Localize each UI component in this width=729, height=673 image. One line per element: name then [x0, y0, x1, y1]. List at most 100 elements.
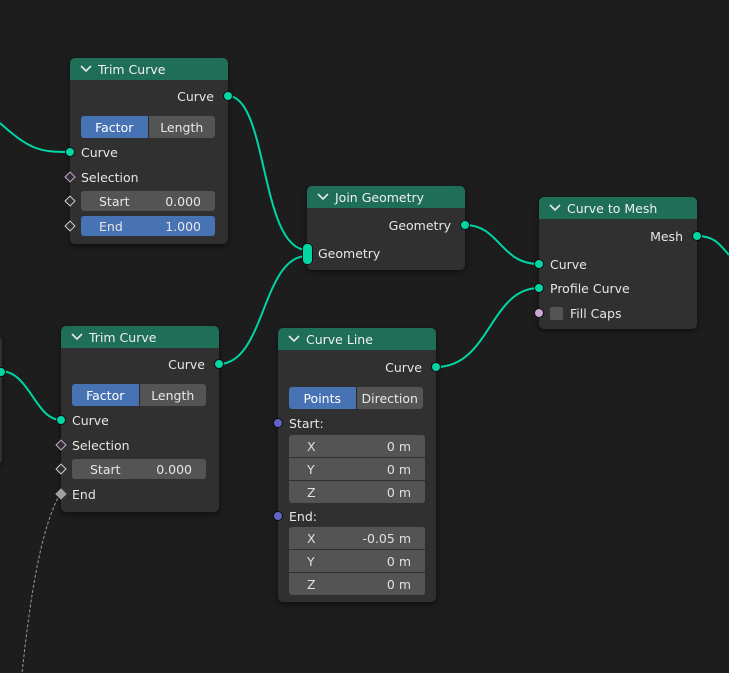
link-trim-top-to-join — [227, 95, 308, 251]
fill-caps-label: Fill Caps — [570, 305, 622, 321]
fill-caps-checkbox-row[interactable]: Fill Caps — [550, 306, 622, 321]
input-curve-label: Curve — [72, 412, 109, 428]
axis-y-label: Y — [307, 461, 315, 477]
link-trim-bottom-to-join — [218, 255, 308, 365]
start-vector-fields[interactable]: X 0 m Y 0 m Z 0 m — [289, 435, 425, 503]
start-x-field[interactable]: X 0 m — [289, 435, 425, 457]
end-value: 1.000 — [165, 218, 201, 234]
axis-x-label: X — [307, 438, 316, 454]
start-field[interactable]: Start 0.000 — [72, 459, 206, 479]
node-header[interactable]: Trim Curve — [70, 58, 228, 80]
output-geometry-socket[interactable] — [460, 220, 470, 230]
output-curve-socket[interactable] — [223, 91, 233, 101]
mode-factor-button[interactable]: Factor — [81, 116, 148, 138]
chevron-down-icon[interactable] — [78, 63, 94, 75]
node-title: Curve to Mesh — [567, 200, 658, 216]
start-field[interactable]: Start 0.000 — [81, 191, 215, 211]
input-selection-label: Selection — [81, 169, 139, 185]
link-left-to-trim-top — [0, 122, 70, 153]
start-z-value: 0 m — [386, 484, 411, 500]
axis-z-label: Z — [307, 484, 316, 500]
mode-direction-button[interactable]: Direction — [355, 387, 423, 409]
end-z-field[interactable]: Z 0 m — [289, 573, 425, 595]
link-end-dashed — [21, 493, 61, 673]
end-y-field[interactable]: Y 0 m — [289, 550, 425, 572]
curve-to-mesh-node[interactable]: Curve to Mesh Mesh Curve Profile Curve F… — [534, 197, 702, 329]
end-z-value: 0 m — [386, 576, 411, 592]
axis-y-label: Y — [307, 553, 315, 569]
start-value: 0.000 — [165, 193, 201, 209]
link-curve-line-to-profile — [435, 287, 540, 368]
end-field[interactable]: End 1.000 — [81, 216, 215, 236]
offscreen-node-bottom — [0, 336, 2, 464]
input-profile-curve-socket[interactable] — [534, 283, 544, 293]
node-header[interactable]: Curve Line — [278, 328, 436, 350]
chevron-down-icon[interactable] — [315, 191, 331, 203]
start-y-value: 0 m — [386, 461, 411, 477]
input-curve-socket[interactable] — [65, 147, 75, 157]
end-y-value: 0 m — [386, 553, 411, 569]
node-title: Trim Curve — [89, 329, 157, 345]
chevron-down-icon[interactable] — [286, 333, 302, 345]
end-vector-fields[interactable]: X -0.05 m Y 0 m Z 0 m — [289, 527, 425, 595]
start-value: 0.000 — [156, 461, 192, 477]
start-label: Start — [90, 461, 121, 477]
link-join-to-curve-to-mesh — [464, 224, 540, 265]
output-curve-label: Curve — [177, 88, 214, 104]
input-profile-curve-label: Profile Curve — [550, 280, 630, 296]
input-end-label: End — [72, 486, 96, 502]
end-x-value: -0.05 m — [362, 530, 412, 546]
fill-caps-checkbox[interactable] — [550, 306, 563, 320]
start-vector-socket[interactable] — [273, 418, 283, 428]
join-geometry-node[interactable]: Join Geometry Geometry Geometry — [302, 186, 470, 270]
axis-x-label: X — [307, 530, 316, 546]
link-left-to-trim-bottom — [0, 370, 62, 421]
input-curve-label: Curve — [550, 256, 587, 272]
start-x-value: 0 m — [386, 438, 411, 454]
trim-curve-node-bottom[interactable]: Trim Curve Curve Factor Length Curve Sel… — [55, 326, 224, 512]
input-selection-label: Selection — [72, 437, 130, 453]
output-mesh-label: Mesh — [650, 228, 683, 244]
start-label: Start — [99, 193, 130, 209]
input-curve-label: Curve — [81, 144, 118, 160]
curve-line-node[interactable]: Curve Line Curve Points Direction Start:… — [273, 328, 441, 602]
mode-length-button[interactable]: Length — [147, 116, 215, 138]
start-y-field[interactable]: Y 0 m — [289, 458, 425, 480]
node-title: Trim Curve — [98, 61, 166, 77]
input-curve-socket[interactable] — [56, 415, 66, 425]
input-curve-socket[interactable] — [534, 259, 544, 269]
axis-z-label: Z — [307, 576, 316, 592]
end-x-field[interactable]: X -0.05 m — [289, 527, 425, 549]
multi-input-geometry-socket[interactable] — [302, 243, 313, 265]
chevron-down-icon[interactable] — [547, 202, 563, 214]
link-mesh-out — [696, 235, 729, 256]
output-curve-socket[interactable] — [431, 362, 441, 372]
node-title: Curve Line — [306, 331, 373, 347]
node-header[interactable]: Join Geometry — [307, 186, 465, 208]
node-header[interactable]: Curve to Mesh — [539, 197, 697, 219]
fill-caps-socket[interactable] — [534, 308, 544, 318]
mode-factor-button[interactable]: Factor — [72, 384, 139, 406]
output-curve-label: Curve — [385, 359, 422, 375]
end-vector-socket[interactable] — [273, 511, 283, 521]
mode-length-button[interactable]: Length — [138, 384, 206, 406]
end-label: End — [99, 218, 123, 234]
output-mesh-socket[interactable] — [692, 231, 702, 241]
start-label: Start: — [289, 415, 324, 431]
node-title: Join Geometry — [335, 189, 425, 205]
trim-curve-node-top[interactable]: Trim Curve Curve Factor Length Curve Sel… — [64, 58, 233, 244]
mode-points-button[interactable]: Points — [289, 387, 356, 409]
chevron-down-icon[interactable] — [69, 331, 85, 343]
offscreen-output-socket[interactable] — [0, 367, 6, 377]
output-geometry-label: Geometry — [388, 217, 451, 233]
input-geometry-label: Geometry — [318, 245, 381, 261]
output-curve-socket[interactable] — [214, 359, 224, 369]
mode-selector[interactable]: Factor Length — [72, 384, 206, 406]
node-header[interactable]: Trim Curve — [61, 326, 219, 348]
start-z-field[interactable]: Z 0 m — [289, 481, 425, 503]
mode-selector[interactable]: Points Direction — [289, 387, 423, 409]
end-label: End: — [289, 508, 317, 524]
output-curve-label: Curve — [168, 356, 205, 372]
mode-selector[interactable]: Factor Length — [81, 116, 215, 138]
